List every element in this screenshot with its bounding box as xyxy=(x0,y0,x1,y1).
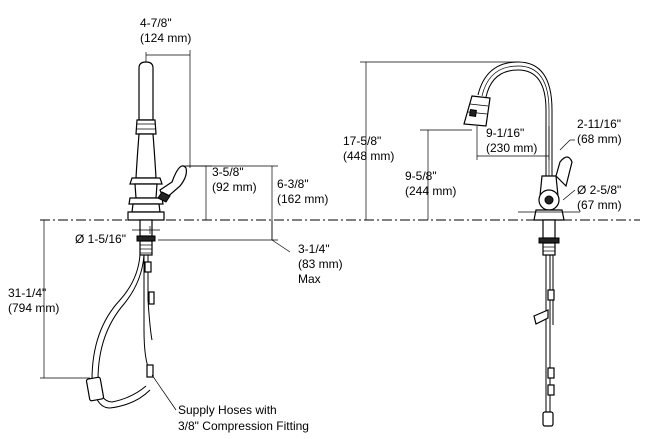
body-height-frac: 6-3/8" xyxy=(277,177,309,191)
handle-height-frac: 3-5/8" xyxy=(212,165,244,179)
supply-note-line1: Supply Hoses with xyxy=(178,403,277,417)
max-deck-note: Max xyxy=(298,272,321,286)
dim-handle-height: 3-5/8" (92 mm) xyxy=(182,165,257,220)
spout-clearance-frac: 9-5/8" xyxy=(405,169,437,183)
handle-height-mm: (92 mm) xyxy=(212,180,257,194)
body-height-mm: (162 mm) xyxy=(277,192,328,206)
spout-reach-mm: (230 mm) xyxy=(486,141,537,155)
dim-spout-reach: 9-1/16" (230 mm) xyxy=(476,126,550,160)
max-deck-frac: 3-1/4" xyxy=(298,242,330,256)
base-diameter-right-frac: Ø 2-5/8" xyxy=(577,183,621,197)
dim-spout-clearance: 9-5/8" (244 mm) xyxy=(405,129,472,220)
base-diameter-right-mm: (67 mm) xyxy=(577,198,622,212)
faucet-side-view xyxy=(85,61,187,409)
dim-hose-length: 31-1/4" (794 mm) xyxy=(8,219,90,379)
supply-note-line2: 3/8" Compression Fitting xyxy=(178,419,309,433)
overall-height-mm: (448 mm) xyxy=(343,149,394,163)
spout-clearance-mm: (244 mm) xyxy=(405,184,456,198)
dim-spout-offset: 4-7/8" (124 mm) xyxy=(140,16,191,168)
spout-offset-frac: 4-7/8" xyxy=(140,16,172,30)
supply-hoses-callout: Supply Hoses with 3/8" Compression Fitti… xyxy=(151,374,309,433)
dim-base-depth: 2-11/16" (68 mm) xyxy=(559,117,622,151)
dim-base-diameter-right: Ø 2-5/8" (67 mm) xyxy=(518,183,622,213)
dim-max-deck: 3-1/4" (83 mm) Max xyxy=(158,220,343,286)
base-diameter-left-frac: Ø 1-5/16" xyxy=(75,232,126,246)
spout-reach-frac: 9-1/16" xyxy=(486,126,524,140)
overall-height-frac: 17-5/8" xyxy=(343,134,381,148)
hose-length-frac: 31-1/4" xyxy=(8,286,46,300)
dim-base-diameter-left: Ø 1-5/16" xyxy=(75,226,160,246)
base-depth-mm: (68 mm) xyxy=(577,132,622,146)
dim-overall-height: 17-5/8" (448 mm) xyxy=(343,61,518,220)
hose-length-mm: (794 mm) xyxy=(8,301,59,315)
spout-offset-mm: (124 mm) xyxy=(140,31,191,45)
faucet-front-view xyxy=(463,61,573,427)
base-depth-frac: 2-11/16" xyxy=(577,117,621,131)
dim-body-height: 6-3/8" (162 mm) xyxy=(186,165,328,240)
max-deck-mm: (83 mm) xyxy=(298,257,343,271)
